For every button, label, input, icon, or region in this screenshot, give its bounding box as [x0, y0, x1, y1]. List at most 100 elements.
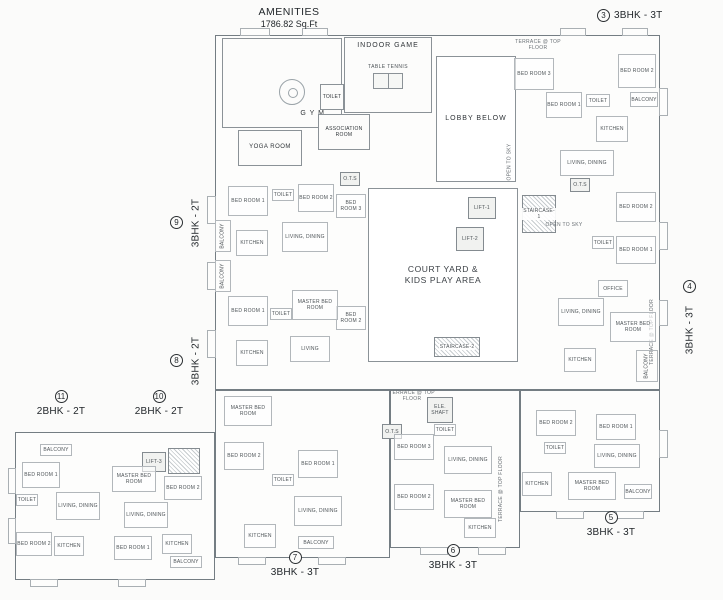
balcony-bump [207, 330, 216, 358]
unit-number-circle: 4 [683, 280, 696, 293]
room-label: LIVING, DINING [126, 512, 166, 518]
room-terrace-top-floor: TERRACE @ TOP FLOOR [497, 456, 506, 522]
balcony-bump [659, 300, 668, 326]
indoor-game-label: INDOOR GAME [357, 42, 419, 49]
unit-label-9: 9 3BHK - 2T [170, 192, 206, 254]
room-kitchen: KITCHEN [564, 348, 596, 372]
room-label: O.T.S [385, 428, 399, 435]
room-bed-room-1: BED ROOM 1 [22, 462, 60, 488]
room-label: MASTER BED ROOM [450, 498, 486, 510]
room-label: BED ROOM 1 [231, 198, 265, 204]
unit-number-circle: 6 [446, 544, 460, 557]
balcony-bump [560, 28, 586, 36]
room-balcony: BALCONY [170, 556, 202, 568]
room-living-dining: LIVING, DINING [56, 492, 100, 520]
room-balcony: BALCONY [298, 536, 334, 549]
lobby-below-area: LOBBY BELOW [436, 56, 516, 182]
yoga-room-label: YOGA ROOM [249, 144, 291, 151]
room-label: BED ROOM 1 [547, 102, 581, 108]
room-label: LIVING, DINING [285, 234, 325, 240]
unit-number-circle: 9 [170, 216, 183, 229]
room-bed-room-2: BED ROOM 2 [298, 184, 334, 212]
room-label: BED ROOM 1 [301, 461, 335, 467]
room-living-dining: LIVING, DINING [294, 496, 342, 526]
unit-type-label: 2BHK - 2T [134, 406, 184, 417]
room-bed-room-1: BED ROOM 1 [228, 296, 268, 326]
balcony-bump [238, 557, 266, 565]
room-label: OFFICE [603, 285, 623, 292]
room-label: LIFT-2 [462, 236, 478, 242]
unit-label-6: 6 3BHK - 3T [420, 544, 486, 571]
room-label: KITCHEN [600, 126, 624, 132]
unit-type-label: 3BHK - 3T [684, 305, 696, 355]
room-label: LIVING [301, 346, 319, 352]
room-label: BED ROOM 1 [599, 424, 633, 430]
room-label: MASTER BED ROOM [230, 405, 266, 417]
room-label: BALCONY [43, 447, 69, 453]
room-o-t-s: O.T.S [340, 172, 360, 186]
room-bed-room-2: BED ROOM 2 [616, 192, 656, 222]
room-toilet: TOILET [270, 308, 292, 320]
room-label: STAIRCASE-2 [438, 344, 476, 350]
amenities-title-area: 1786.82 Sq.Ft [260, 19, 318, 29]
courtyard-label: COURT YARD & KIDS PLAY AREA [404, 264, 482, 285]
room-label: BALCONY [631, 96, 657, 103]
room-label: KITCHEN [568, 357, 592, 363]
lobby-label: LOBBY BELOW [445, 114, 507, 122]
room-label: LIFT-1 [474, 205, 490, 211]
room-bed-room-3: BED ROOM 3 [336, 194, 366, 218]
room-office: OFFICE [598, 280, 628, 297]
room-bed-room-2: BED ROOM 2 [336, 306, 366, 330]
room-lift-1: LIFT-1 [468, 197, 496, 219]
association-room-label: ASSOCIATION ROOM [325, 125, 363, 138]
table-tennis-label: TABLE TENNIS [368, 63, 408, 70]
room-balcony: BALCONY [40, 444, 72, 456]
room-toilet: TOILET [544, 442, 566, 454]
balcony-bump [318, 557, 346, 565]
room-living-dining: LIVING, DINING [444, 446, 492, 474]
room-toilet: TOILET [272, 474, 294, 486]
room-staircase-2: STAIRCASE-2 [434, 337, 480, 357]
room-label: KITCHEN [165, 541, 189, 547]
room-toilet: TOILET [586, 94, 610, 107]
room-label: OPEN TO SKY [506, 143, 513, 181]
amenities-title: AMENITIES 1786.82 Sq.Ft [246, 6, 332, 29]
unit-type-label: 2BHK - 2T [36, 406, 86, 417]
room-balcony: BALCONY [630, 92, 658, 107]
unit-type-label: 3BHK - 2T [190, 198, 202, 248]
room-bed-room-2: BED ROOM 2 [16, 532, 52, 556]
room-label: BED ROOM 2 [620, 68, 654, 74]
balcony-bump [240, 28, 270, 36]
room-living-dining: LIVING, DINING [560, 150, 614, 176]
balcony-bump [556, 511, 584, 519]
room-label: LIVING, DINING [58, 503, 98, 509]
room-label: BED ROOM 2 [17, 541, 51, 547]
room-open-to-sky: OPEN TO SKY [504, 136, 515, 188]
room-label: MASTER BED ROOM [116, 473, 152, 485]
unit-type-label: 3BHK - 2T [190, 336, 202, 386]
spiral-feature-icon [279, 79, 305, 105]
room-label: MASTER BED ROOM [615, 321, 651, 333]
room-living-dining: LIVING, DINING [124, 502, 168, 528]
room-kitchen: KITCHEN [522, 472, 552, 496]
room-label: BED ROOM 2 [166, 485, 200, 491]
room-bed-room-2: BED ROOM 2 [394, 484, 434, 510]
room-label: BED ROOM 1 [24, 472, 58, 478]
room-balcony: BALCONY [215, 260, 231, 292]
room-toilet: TOILET [272, 189, 294, 201]
room-bed-room-1: BED ROOM 1 [616, 236, 656, 264]
room-label: TOILET [588, 97, 608, 104]
unit-label-11: 11 2BHK - 2T [28, 390, 94, 417]
room-bed-room-1: BED ROOM 1 [114, 536, 152, 560]
amenities-toilet: TOILET [320, 84, 344, 110]
balcony-bump [8, 468, 16, 494]
unit-number-circle: 7 [288, 551, 302, 564]
unit-number-circle: 10 [152, 390, 166, 403]
room-bed-room-2: BED ROOM 2 [536, 410, 576, 436]
unit-number-circle: 5 [604, 511, 618, 524]
room-label: BED ROOM 3 [340, 200, 362, 212]
room-label: BED ROOM 2 [619, 204, 653, 210]
unit-label-4: 4 3BHK - 3T [682, 280, 698, 362]
unit-type-label: 3BHK - 3T [614, 10, 663, 21]
